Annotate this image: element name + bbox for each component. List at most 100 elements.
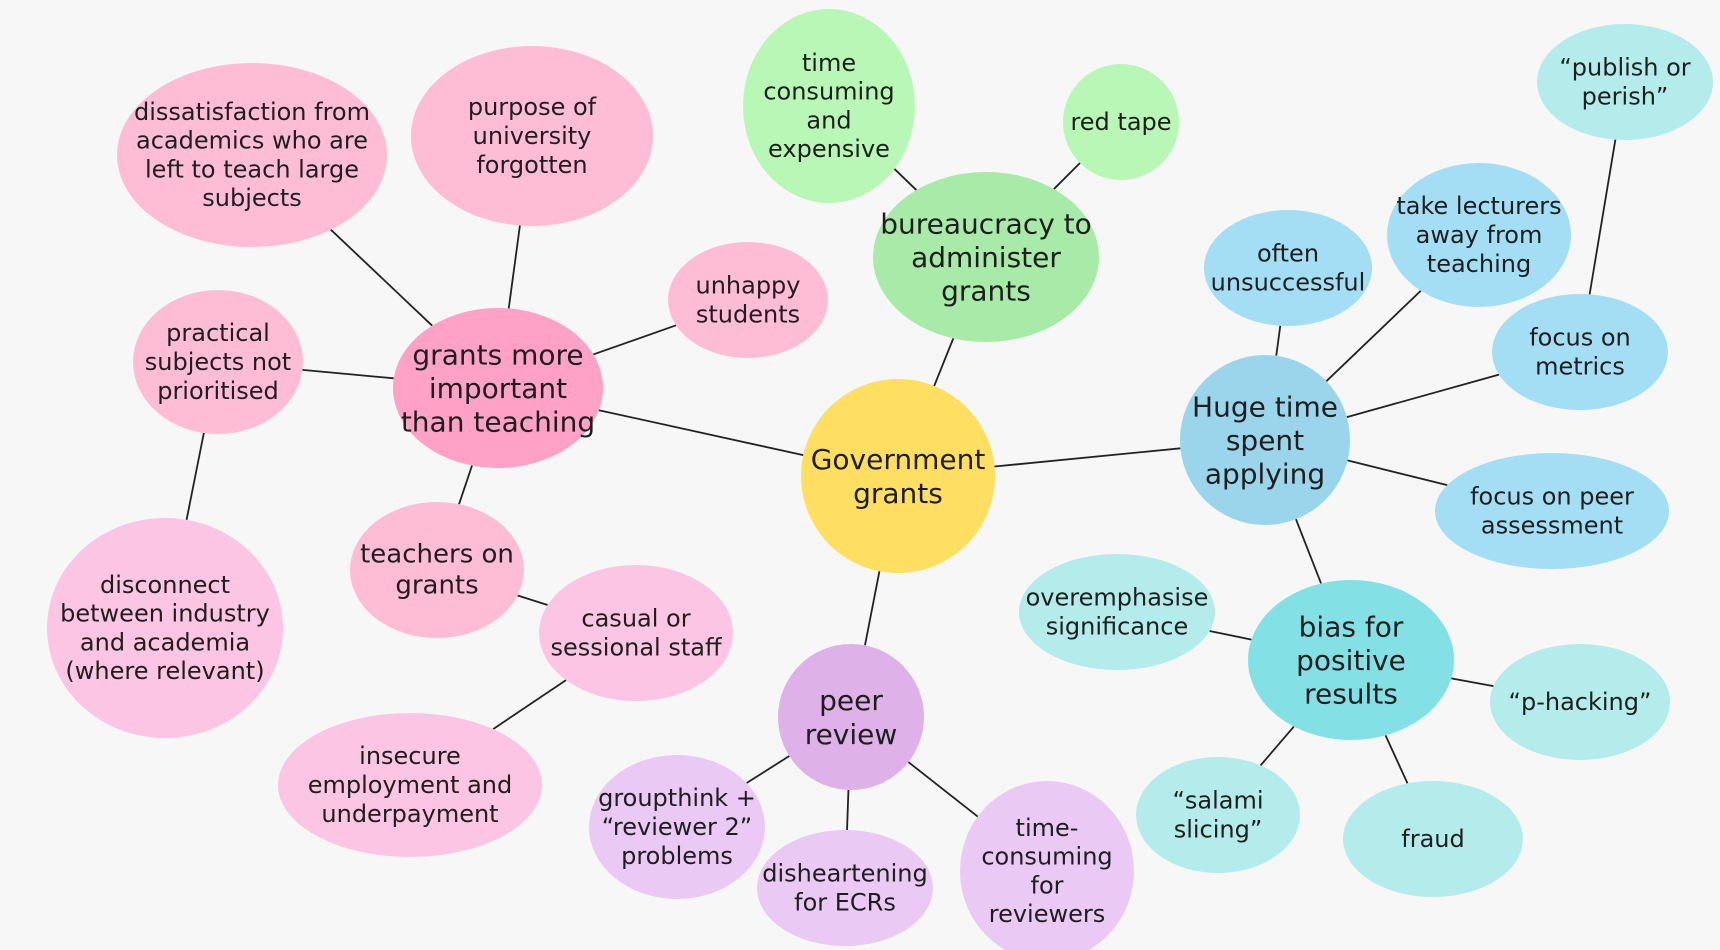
- connector-focus-metrics-to-publish-perish: [1588, 139, 1617, 295]
- node-bubble-casual-staff: [539, 565, 733, 701]
- connector-casual-staff-to-insecure-employment: [492, 679, 567, 730]
- connector-huge-time-to-focus-metrics: [1346, 373, 1500, 418]
- node-bubble-disconnect: [47, 518, 283, 738]
- connector-teachers-on-grants-to-casual-staff: [517, 594, 548, 606]
- node-bubble-teachers-on-grants: [350, 502, 524, 638]
- connector-center-to-huge-time: [994, 447, 1181, 468]
- node-bubble-focus-peer: [1435, 453, 1669, 569]
- node-bubble-huge-time: [1180, 355, 1350, 525]
- node-label-groupthink: groupthink +“reviewer 2”problems: [598, 784, 756, 870]
- connector-huge-time-to-often-unsuccessful: [1275, 325, 1282, 356]
- connector-peer-review-to-groupthink: [746, 755, 790, 784]
- connector-center-to-peer-review: [864, 571, 881, 646]
- node-bubble-focus-metrics: [1492, 294, 1668, 410]
- node-label-p-hacking: “p-hacking”: [1509, 688, 1652, 716]
- connector-grants-more-important-to-practical-subjects: [302, 368, 394, 380]
- node-bubble-time-consuming-expensive: [743, 9, 915, 203]
- node-bubble-often-unsuccessful: [1204, 210, 1372, 326]
- node-bubble-purpose-forgotten: [411, 46, 653, 226]
- node-bubble-overemphasise: [1019, 554, 1215, 670]
- connector-peer-review-to-time-consuming-reviewers: [907, 761, 979, 818]
- node-bubble-salami: [1136, 757, 1300, 873]
- connector-lines: [185, 139, 1617, 831]
- node-p-hacking: “p-hacking”: [1490, 644, 1670, 760]
- node-bubble-fraud: [1343, 781, 1523, 897]
- node-bubble-bureaucracy: [873, 172, 1099, 342]
- node-bubble-publish-perish: [1537, 24, 1713, 140]
- node-red-tape: red tape: [1063, 64, 1179, 180]
- node-bubble-grants-more-important: [393, 308, 603, 468]
- connector-bias-positive-to-p-hacking: [1451, 677, 1494, 688]
- connector-grants-more-important-to-unhappy-students: [593, 324, 677, 356]
- node-bubble-bias-positive: [1248, 580, 1454, 740]
- node-bubble-p-hacking: [1490, 644, 1670, 760]
- connector-grants-more-important-to-dissatisfaction: [330, 229, 433, 327]
- node-bubble-center: [801, 379, 995, 573]
- node-groupthink: groupthink +“reviewer 2”problems: [589, 755, 765, 899]
- connector-bureaucracy-to-time-consuming-expensive: [893, 168, 918, 191]
- node-bubble-time-consuming-reviewers: [960, 781, 1134, 950]
- connector-bias-positive-to-fraud: [1384, 734, 1409, 784]
- node-bubble-disheartening: [757, 830, 933, 946]
- node-bubble-take-lecturers: [1387, 163, 1571, 307]
- node-bubble-insecure-employment: [278, 713, 542, 857]
- connector-center-to-bureaucracy: [933, 338, 955, 387]
- node-label-red-tape: red tape: [1070, 108, 1171, 136]
- connector-bias-positive-to-salami: [1259, 725, 1295, 767]
- connector-huge-time-to-take-lecturers: [1325, 290, 1422, 382]
- node-bubble-groupthink: [589, 755, 765, 899]
- connector-practical-subjects-to-disconnect: [185, 432, 205, 521]
- node-bubble-dissatisfaction: [117, 63, 387, 247]
- node-label-fraud: fraud: [1401, 825, 1464, 853]
- connector-bureaucracy-to-red-tape: [1053, 162, 1081, 190]
- node-bubble-peer-review: [778, 644, 924, 790]
- connector-center-to-grants-more-important: [598, 409, 804, 457]
- node-fraud: fraud: [1343, 781, 1523, 897]
